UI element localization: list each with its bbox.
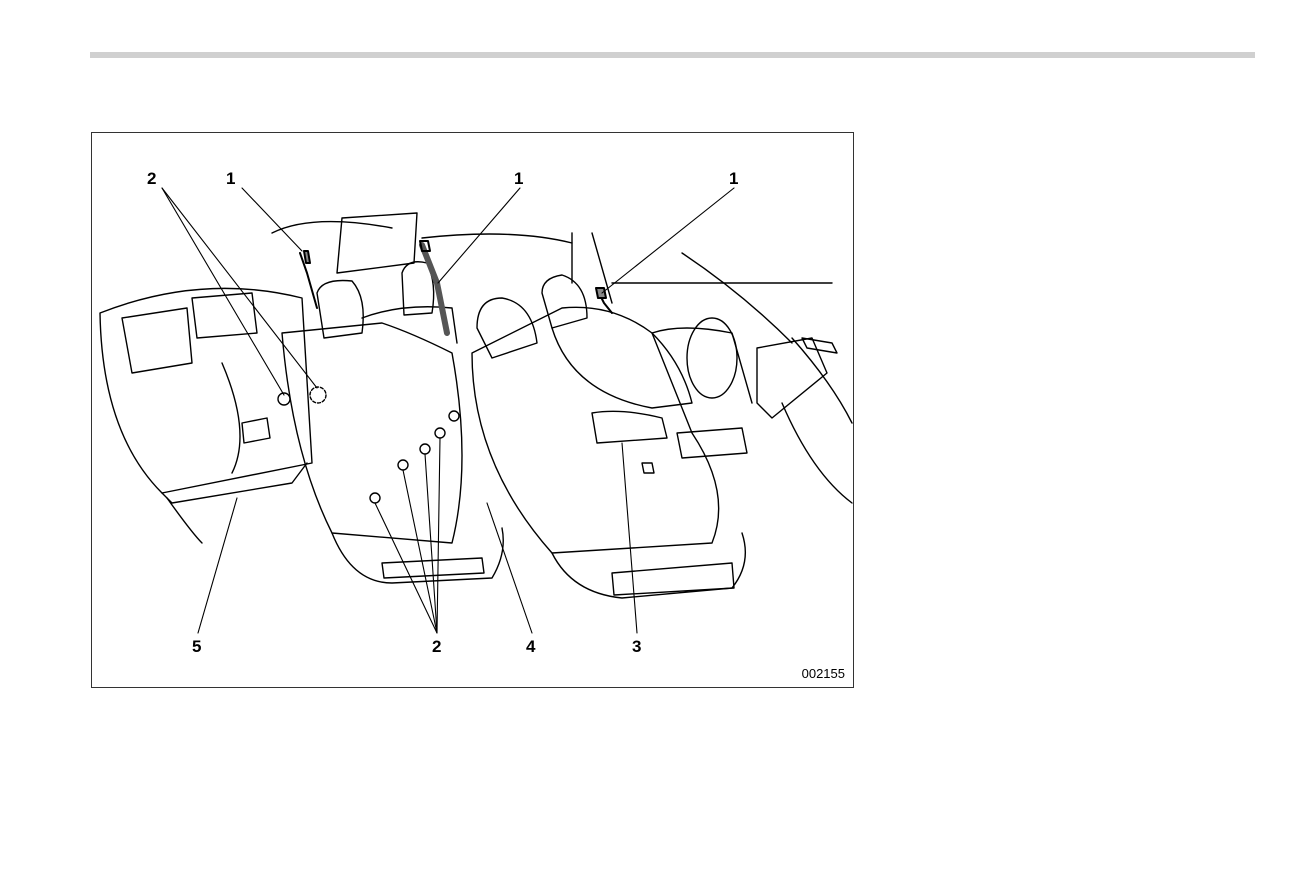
callout-4-second-seat: 4 xyxy=(526,637,535,657)
seats-line-drawing xyxy=(92,133,855,689)
rear-bench-seat xyxy=(100,288,312,543)
callout-1-front-belt: 1 xyxy=(729,169,738,189)
driver-seat-and-dashboard xyxy=(542,275,837,458)
figure-code: 002155 xyxy=(802,666,845,681)
seat-illustration-figure: 2 1 1 1 5 2 4 3 002155 xyxy=(91,132,854,688)
seat-belts xyxy=(300,241,612,333)
cabin-outline xyxy=(272,213,852,503)
callout-1-middle-belt: 1 xyxy=(514,169,523,189)
front-passenger-seat xyxy=(472,298,752,598)
callout-leader-lines xyxy=(162,188,734,633)
callout-2-rear-anchors: 2 xyxy=(147,169,156,189)
child-anchor-points xyxy=(278,387,459,503)
second-row-seat xyxy=(282,262,503,583)
callout-1-rear-belt: 1 xyxy=(226,169,235,189)
callout-2-front-anchors: 2 xyxy=(432,637,441,657)
header-rule xyxy=(90,52,1255,58)
callout-5-rear-seat: 5 xyxy=(192,637,201,657)
callout-3-front-seat: 3 xyxy=(632,637,641,657)
